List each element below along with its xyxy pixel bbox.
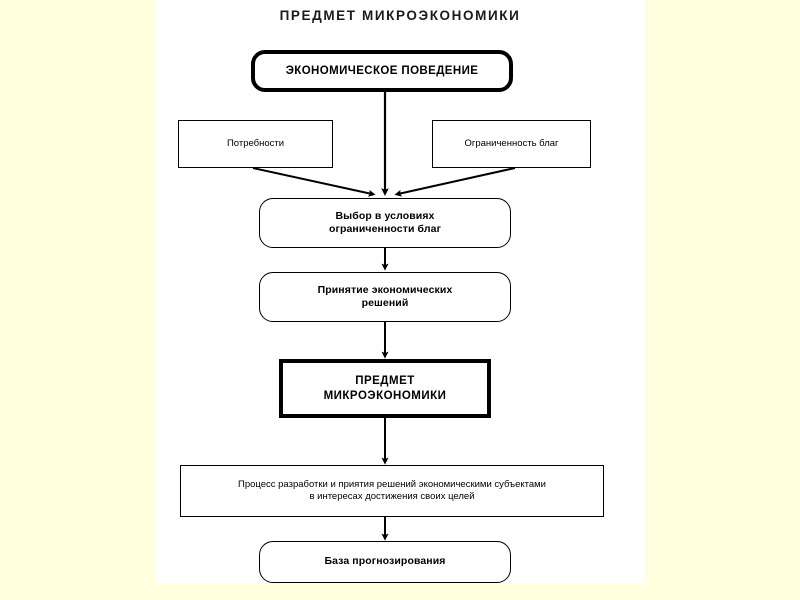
node-label: База прогнозирования bbox=[324, 555, 446, 568]
node-economic-behavior[interactable]: ЭКОНОМИЧЕСКОЕ ПОВЕДЕНИЕ bbox=[251, 50, 513, 92]
node-scarcity-of-goods[interactable]: Ограниченность благ bbox=[432, 120, 591, 168]
node-label: Потребности bbox=[226, 138, 285, 150]
node-economic-decision-making[interactable]: Принятие экономических решений bbox=[259, 272, 511, 322]
node-label: ПРЕДМЕТ МИКРОЭКОНОМИКИ bbox=[323, 375, 447, 402]
node-label: Процесс разработки и приятия решений эко… bbox=[237, 479, 546, 502]
node-forecasting-base[interactable]: База прогнозирования bbox=[259, 541, 511, 583]
node-label: Принятие экономических решений bbox=[317, 283, 453, 309]
node-label: Ограниченность благ bbox=[464, 138, 559, 150]
node-label: ЭКОНОМИЧЕСКОЕ ПОВЕДЕНИЕ bbox=[285, 64, 479, 77]
node-label: Выбор в условиях ограниченности благ bbox=[328, 209, 442, 235]
node-needs[interactable]: Потребности bbox=[178, 120, 333, 168]
page-title: ПРЕДМЕТ МИКРОЭКОНОМИКИ bbox=[279, 8, 521, 23]
node-decision-process[interactable]: Процесс разработки и приятия решений эко… bbox=[180, 465, 604, 517]
node-choice-under-scarcity[interactable]: Выбор в условиях ограниченности благ bbox=[259, 198, 511, 248]
node-subject-of-microeconomics[interactable]: ПРЕДМЕТ МИКРОЭКОНОМИКИ bbox=[279, 359, 491, 418]
